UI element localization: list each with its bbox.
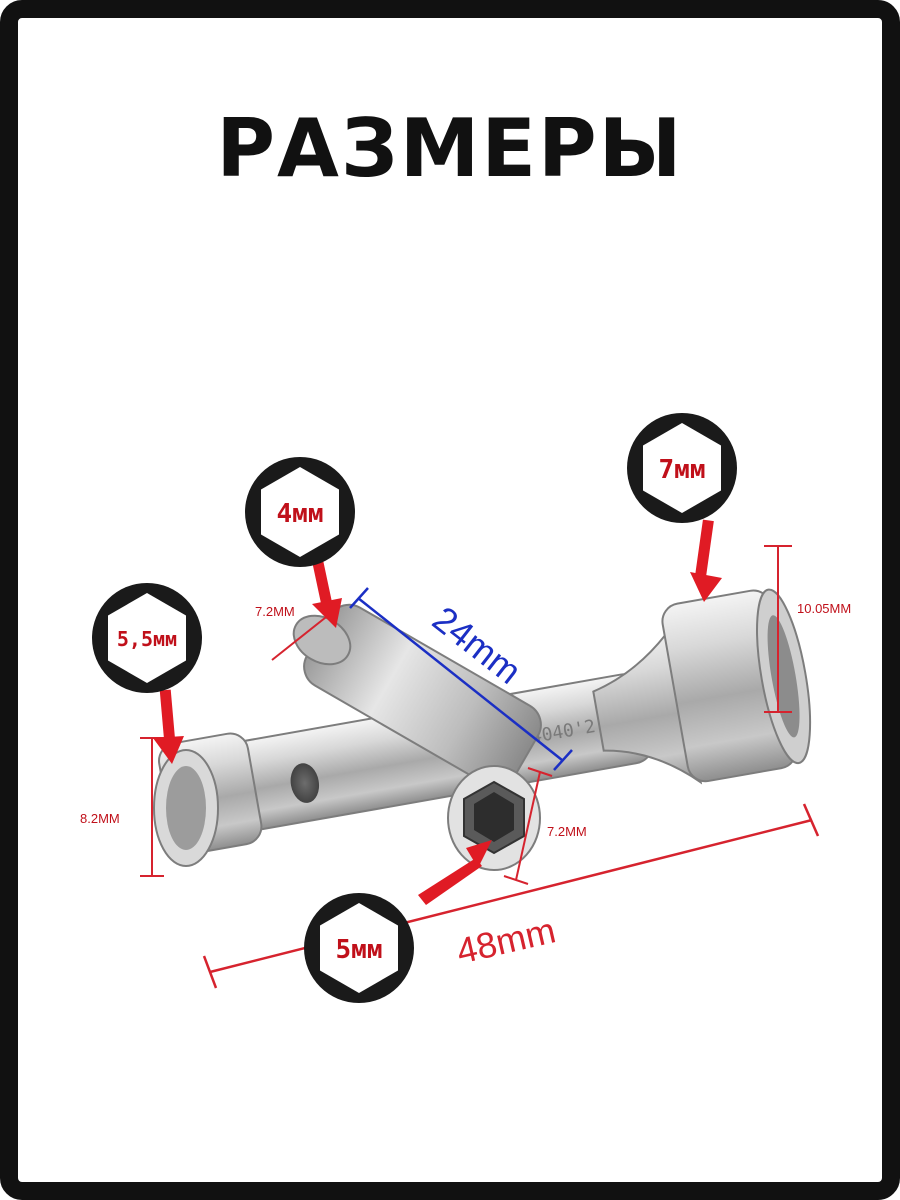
dimension-24mm-line: [357, 597, 563, 761]
badge-5mm: 5мм: [304, 893, 414, 1003]
badge-4mm-label: 4мм: [277, 499, 324, 529]
arrow-5-5mm: [153, 689, 184, 764]
badge-7mm: 7мм: [627, 413, 737, 523]
arrow-4mm: [312, 559, 342, 628]
dimension-right-label: 10.05MM: [797, 601, 851, 616]
dimension-48mm-label: 48mm: [453, 909, 560, 971]
arrow-5mm: [418, 840, 492, 905]
dimension-bottom-right-line: [515, 771, 541, 881]
badge-5mm-label: 5мм: [336, 935, 383, 965]
pointer-arrows: [153, 519, 722, 905]
badge-5-5mm: 5,5мм: [92, 583, 202, 693]
badge-4mm: 4мм: [245, 457, 355, 567]
arrow-7mm: [690, 519, 722, 602]
dimension-top-left-label: 7.2MM: [255, 604, 295, 619]
badge-7mm-label: 7мм: [659, 455, 706, 485]
page-title: РАЗМЕРЫ: [216, 102, 684, 195]
badge-5-5mm-label: 5,5мм: [117, 627, 177, 651]
dimension-left-label: 8.2MM: [80, 811, 120, 826]
dimension-bottom-right-label: 7.2MM: [547, 824, 587, 839]
wrench-body: 04040'2: [153, 588, 812, 871]
